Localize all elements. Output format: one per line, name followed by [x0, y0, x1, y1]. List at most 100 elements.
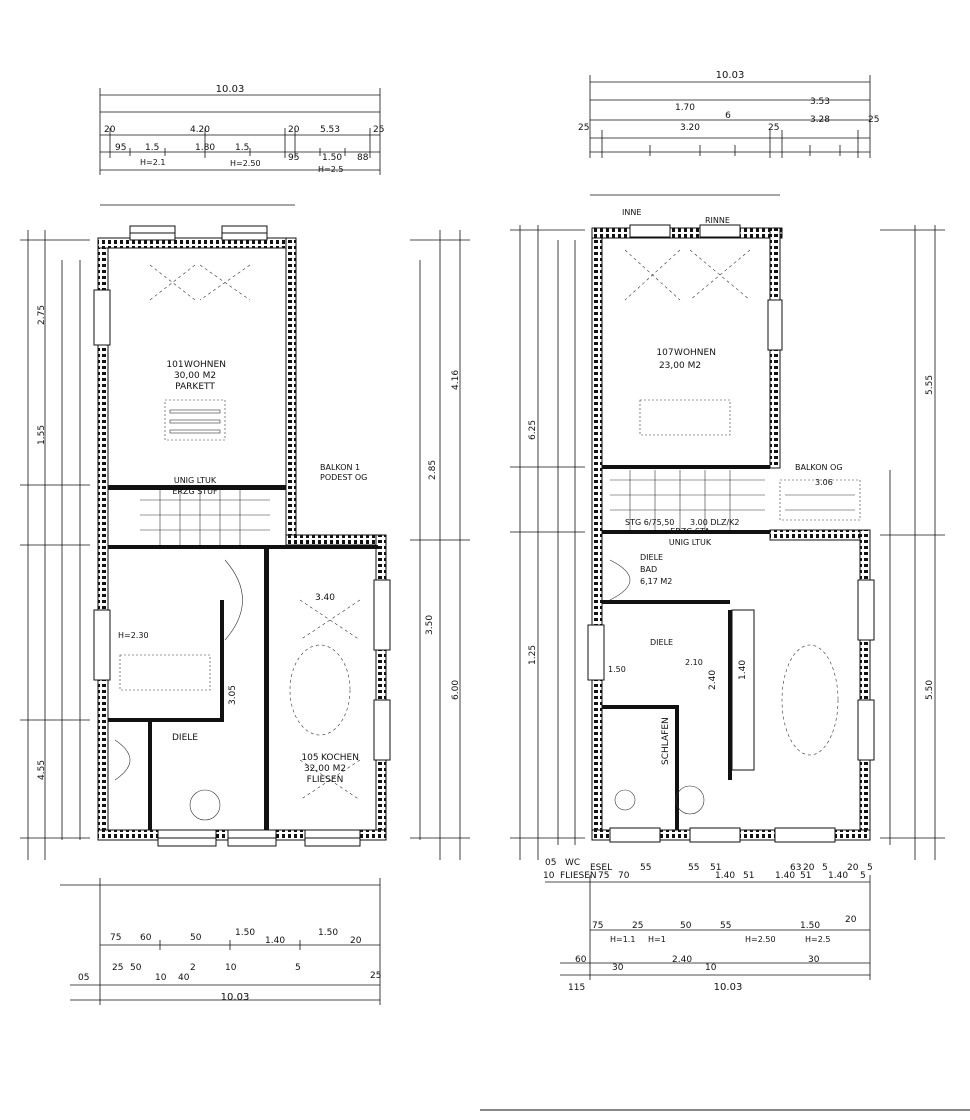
side-dim: 3.50: [425, 615, 435, 635]
right-bottom-total-b: 115: [568, 983, 585, 993]
room-name: WOHNEN: [674, 348, 716, 358]
hall-label: DIELE: [640, 553, 663, 562]
right-top-dim: 1.70: [675, 103, 695, 113]
left-room-105: 105 KOCHEN 32,00 M2 FLIESEN: [301, 753, 359, 785]
left-bottom-dim: 75: [110, 933, 121, 943]
left-top-dim: 20: [288, 125, 300, 135]
right-bottom-dim: 10: [543, 871, 555, 881]
right-bottom-dim: 51: [800, 871, 811, 881]
right-bottom-dim: 20: [847, 863, 859, 873]
right-floor-plan: 10.03 1.70 6 3.53 25 3.20 25 3.28 25 INN…: [510, 70, 945, 993]
inner-dim: 2.40: [708, 670, 718, 690]
right-bottom-dim: 05: [545, 858, 556, 868]
left-top-total: 10.03: [216, 84, 245, 95]
right-bottom-dim: 2.40: [672, 955, 692, 965]
left-room-101: 101 WOHNEN 30,00 M2 PARKETT: [166, 360, 226, 392]
side-dim: 6.00: [451, 680, 461, 700]
room-number: 101: [166, 360, 183, 370]
right-bottom-dim: 30: [612, 963, 624, 973]
right-bottom-dim: 63: [790, 863, 801, 873]
left-top-dim: 25: [373, 125, 384, 135]
right-bottom-dim: 51: [710, 863, 721, 873]
left-fixtures: [114, 264, 361, 821]
balcony-label: BALKON 1: [320, 463, 360, 472]
right-bottom-dim: H=2.5: [805, 935, 830, 944]
room-number: 107: [656, 348, 673, 358]
right-room-107: 107 WOHNEN 23,00 M2: [656, 348, 716, 371]
room-area: 30,00 M2: [174, 371, 216, 381]
room-area: 23,00 M2: [659, 361, 701, 371]
right-bottom-dim: H=2.50: [745, 935, 776, 944]
right-bottom-dim: 25: [632, 921, 643, 931]
inner-dim: 3.40: [315, 593, 335, 603]
right-top-dim: RINNE: [705, 216, 730, 225]
right-bottom-dim: 51: [743, 871, 754, 881]
room-name: KOCHEN: [321, 753, 359, 763]
left-bottom-dim: 25: [370, 971, 381, 981]
left-top-dim: 1.5: [235, 143, 249, 153]
right-bottom-dim: 5: [822, 863, 828, 873]
left-bottom-dim: 05: [78, 973, 89, 983]
side-dim: 4.55: [37, 760, 47, 780]
right-top-dim: 25: [868, 115, 879, 125]
balcony-label: BALKON OG: [795, 463, 843, 472]
right-top-dimensions: [589, 75, 871, 196]
right-bottom-dim: 1.40: [775, 871, 795, 881]
right-bottom-dim: 5: [867, 863, 873, 873]
side-dim: 6.25: [528, 420, 538, 440]
left-bottom-dimensions: [60, 878, 381, 1005]
right-top-dim: 25: [768, 123, 779, 133]
right-bottom-dim: 55: [640, 863, 651, 873]
left-bottom-dim: 50: [130, 963, 142, 973]
left-top-dim: 4.20: [190, 125, 210, 135]
right-bottom-dim: FLIESEN: [560, 871, 597, 881]
balcony-dim: 3.06: [815, 478, 833, 487]
left-top-dimensions: [99, 88, 381, 206]
inner-dim: 3.05: [228, 685, 238, 705]
right-bottom-dim: 1.40: [828, 871, 848, 881]
right-bottom-dim: 1.50: [800, 921, 820, 931]
stair-label: UNIG LTUK: [174, 476, 217, 485]
room-sub: 3.00 DLZ/K2: [690, 518, 739, 527]
balcony-sub: PODEST OG: [320, 473, 367, 482]
stair-steps: ERZG STA: [670, 527, 710, 536]
left-bottom-dim: 20: [350, 936, 362, 946]
left-top-dim: H=2.50: [230, 159, 261, 168]
right-bottom-dimensions: [545, 875, 871, 980]
right-fixtures: [609, 249, 861, 815]
left-bottom-total: 10.03: [221, 992, 250, 1003]
left-top-dim: H=2.1: [140, 158, 165, 167]
right-walls: [587, 224, 875, 843]
right-bottom-dim: 55: [688, 863, 699, 873]
left-bottom-dim: 5: [295, 963, 301, 973]
room-label: SCHLAFEN: [661, 717, 671, 765]
right-bottom-dim: 60: [575, 955, 587, 965]
right-top-dim: INNE: [622, 208, 641, 217]
room-number: 105: [301, 753, 318, 763]
room-name: WOHNEN: [184, 360, 226, 370]
left-bottom-dim: 60: [140, 933, 152, 943]
room-dim: 1.50: [608, 665, 626, 674]
left-bottom-dim: 1.50: [235, 928, 255, 938]
right-top-dim: 3.28: [810, 115, 830, 125]
side-dim: 1.25: [528, 645, 538, 665]
left-top-dim: 1.5: [145, 143, 159, 153]
left-top-dim: 1.50: [322, 153, 342, 163]
left-walls: [93, 225, 391, 847]
left-top-dim: 20: [104, 125, 116, 135]
side-dim: 2.75: [37, 305, 47, 325]
left-bottom-dim: 25: [112, 963, 123, 973]
left-top-dim: 5.53: [320, 125, 340, 135]
right-top-total: 10.03: [716, 70, 745, 81]
side-dim: 1.55: [37, 425, 47, 445]
left-bottom-dim: 2: [190, 963, 196, 973]
right-bottom-dim: 50: [680, 921, 692, 931]
right-top-dim: 6: [725, 111, 731, 121]
right-bottom-dim: 10: [705, 963, 717, 973]
right-bottom-dim: 30: [808, 955, 820, 965]
room-floor: FLIESEN: [307, 775, 344, 785]
right-bottom-dim: ESEL: [590, 863, 612, 873]
left-top-dim: 95: [288, 153, 299, 163]
inner-dim: 1.40: [738, 660, 748, 680]
